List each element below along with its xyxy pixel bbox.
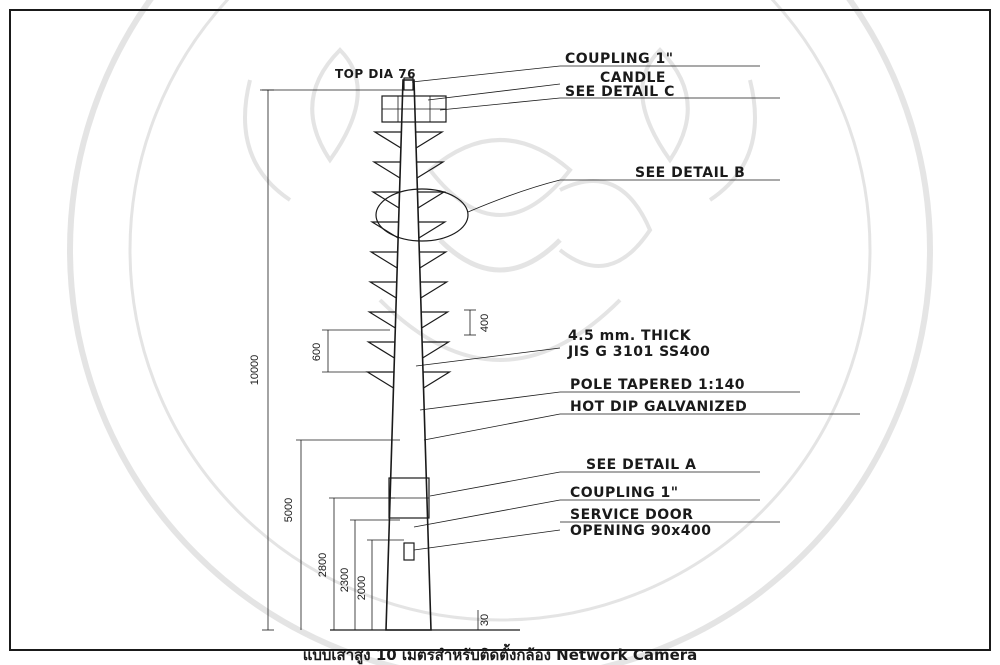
step-bracket	[423, 371, 452, 389]
drawing-frame	[9, 9, 991, 651]
label-see-detail-c: SEE DETAIL C	[565, 84, 675, 100]
dimension-lines	[262, 89, 479, 631]
step-bracket	[366, 341, 395, 359]
camera-bracket	[381, 95, 447, 123]
step-bracket	[365, 371, 394, 389]
label-coupling-top: COUPLING 1"	[565, 51, 674, 67]
step-bracket	[415, 131, 445, 149]
label-thickness: 4.5 mm. THICK	[568, 328, 692, 344]
dim-5000: 5000	[283, 498, 295, 522]
dim-400: 400	[479, 314, 491, 332]
label-see-detail-b: SEE DETAIL B	[635, 165, 745, 181]
dim-30: 30	[479, 614, 491, 626]
step-bracket	[422, 341, 451, 359]
leader-lines	[260, 65, 860, 551]
step-bracket	[419, 251, 448, 269]
step-bracket	[417, 191, 447, 209]
dim-600: 600	[311, 343, 323, 361]
dim-total-height: 10000	[249, 355, 261, 386]
label-see-detail-a: SEE DETAIL A	[586, 457, 696, 473]
step-bracket	[416, 161, 446, 179]
step-bracket	[367, 311, 396, 329]
step-bracket	[420, 281, 449, 299]
drawing-caption: แบบเสาสูง 10 เมตรสำหรับติดตั้งกล้อง Netw…	[303, 643, 698, 665]
dim-2300: 2300	[339, 568, 351, 592]
label-door-opening: OPENING 90x400	[570, 523, 711, 539]
detail-b-ellipse	[375, 188, 469, 242]
dim-2000: 2000	[356, 576, 368, 600]
step-bracket	[369, 221, 399, 239]
step-bracket	[368, 281, 397, 299]
candle	[403, 77, 414, 91]
step-bracket	[418, 221, 448, 239]
step-bracket	[371, 161, 401, 179]
label-tapered: POLE TAPERED 1:140	[570, 377, 745, 393]
university-seal-watermark	[67, 0, 933, 665]
dim-2800: 2800	[317, 553, 329, 577]
label-candle: CANDLE	[600, 70, 666, 86]
step-bracket	[372, 131, 402, 149]
step-bracket	[369, 251, 398, 269]
service-door	[403, 542, 415, 561]
top-dia-label: TOP DIA 76	[335, 67, 416, 81]
label-coupling-bottom: COUPLING 1"	[570, 485, 679, 501]
step-bracket	[370, 191, 400, 209]
label-service-door: SERVICE DOOR	[570, 507, 693, 523]
label-material: JIS G 3101 SS400	[567, 344, 710, 360]
label-galvanized: HOT DIP GALVANIZED	[570, 399, 747, 415]
step-bracket	[421, 311, 450, 329]
climbing-steps	[365, 131, 452, 389]
